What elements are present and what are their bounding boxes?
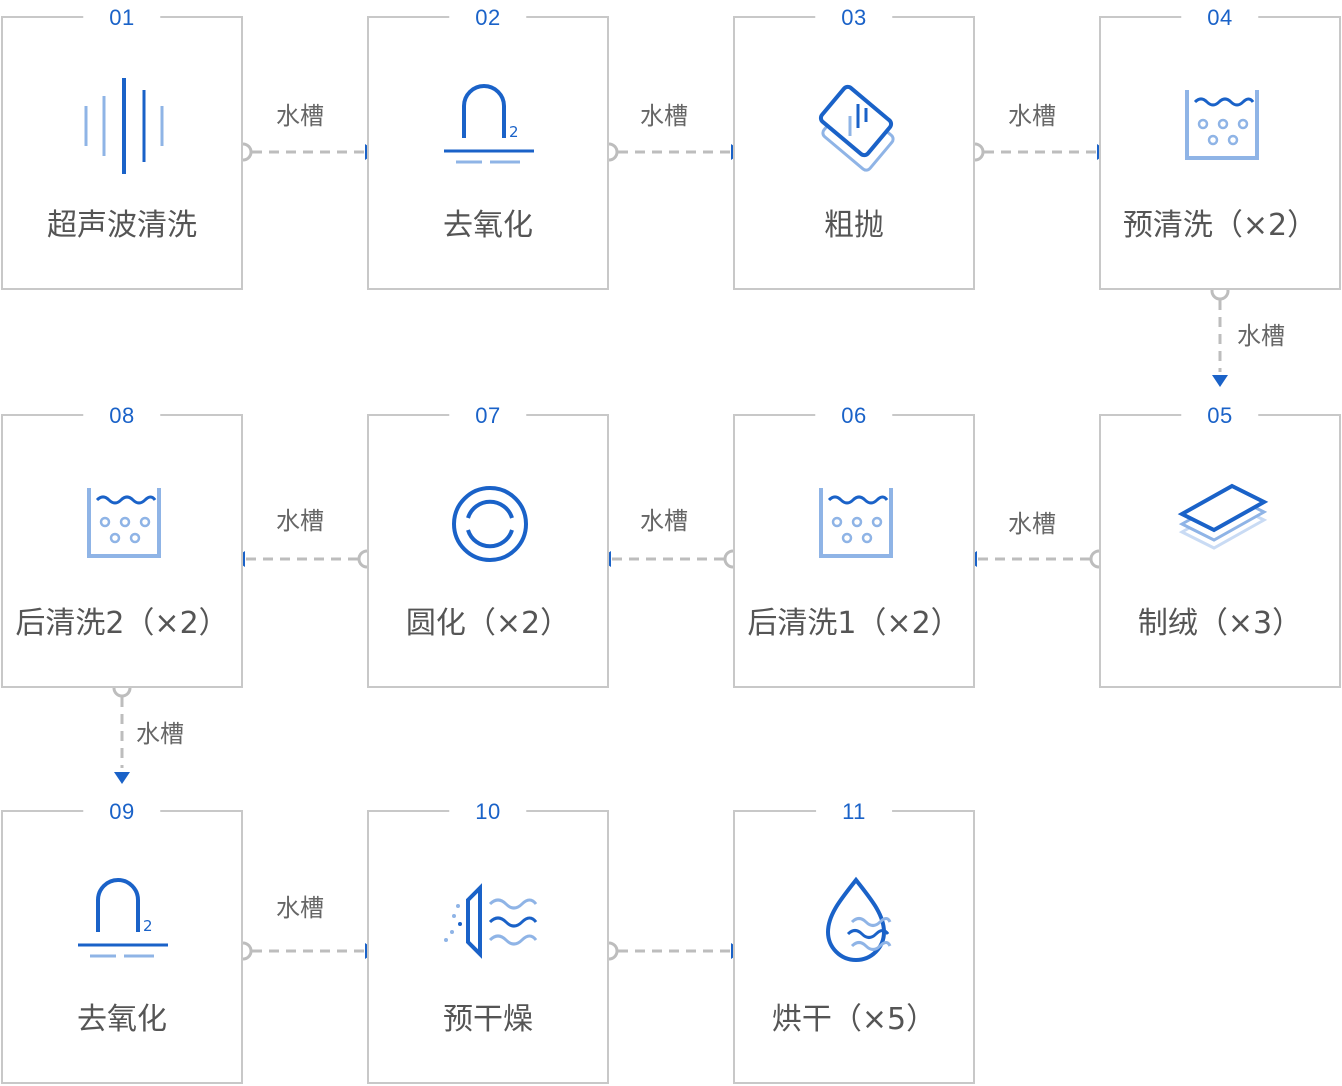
step-card-06: 06 后清洗1（×2）	[733, 404, 975, 688]
step-card-02: 02 2 去氧化	[367, 6, 609, 290]
step-number: 03	[815, 6, 893, 30]
step-label: 圆化（×2）	[405, 606, 571, 641]
step-number: 02	[449, 6, 527, 30]
connector-03-04	[965, 142, 1109, 162]
connector-05-06	[965, 549, 1109, 569]
water-tank-icon	[819, 488, 893, 558]
step-number: 05	[1181, 404, 1259, 428]
step-card-10: 10 预干燥	[367, 800, 609, 1084]
step-number: 08	[83, 404, 161, 428]
step-card-08: 08 后清洗2（×2）	[1, 404, 243, 688]
step-number: 04	[1181, 6, 1259, 30]
step-number: 07	[449, 404, 527, 428]
water-tank-icon	[1185, 90, 1259, 160]
step-number: 11	[816, 800, 892, 824]
step-label: 制绒（×3）	[1137, 606, 1303, 641]
connector-07-08	[233, 549, 377, 569]
connector-10-11	[599, 941, 743, 961]
step-label: 后清洗1（×2）	[747, 606, 961, 641]
ultrasonic-icon	[84, 78, 164, 174]
step-card-11: 11 烘干（×5）	[733, 800, 975, 1084]
water-tank-icon	[87, 488, 161, 558]
connector-02-03	[599, 142, 743, 162]
step-card-09: 09 2 去氧化	[1, 800, 243, 1084]
step-label: 超声波清洗	[47, 208, 197, 243]
step-label: 去氧化	[443, 208, 533, 243]
rounding-icon	[452, 486, 528, 562]
step-card-07: 07 圆化（×2）	[367, 404, 609, 688]
svg-text:2: 2	[509, 123, 519, 141]
step-card-01: 01 超声波清洗	[1, 6, 243, 290]
step-label: 去氧化	[77, 1002, 167, 1037]
connector-06-07	[599, 549, 743, 569]
deoxidize-icon: 2	[78, 878, 168, 958]
connector-label-04-05: 水槽	[1237, 322, 1285, 350]
connector-label-01-02: 水槽	[276, 102, 324, 130]
connector-label-07-08: 水槽	[276, 507, 324, 535]
connector-label-06-07: 水槽	[640, 507, 688, 535]
step-number: 06	[815, 404, 893, 428]
step-number: 09	[83, 800, 161, 824]
connector-label-03-04: 水槽	[1008, 102, 1056, 130]
dry-icon	[825, 876, 892, 962]
deoxidize-icon: 2	[444, 84, 534, 164]
connector-04-05	[1210, 281, 1230, 387]
connector-label-05-06: 水槽	[1008, 510, 1056, 538]
rough-polish-icon	[818, 84, 895, 172]
step-label: 烘干（×5）	[771, 1002, 937, 1037]
connector-label-09-10: 水槽	[276, 894, 324, 922]
connector-label-08-09: 水槽	[136, 720, 184, 748]
step-label: 预清洗（×2）	[1122, 208, 1318, 243]
step-number: 10	[449, 800, 527, 824]
step-label: 预干燥	[443, 1002, 533, 1037]
step-card-04: 04 预清洗（×2）	[1099, 6, 1341, 290]
step-number: 01	[83, 6, 161, 30]
step-label: 粗抛	[824, 208, 884, 243]
connector-01-02	[233, 142, 377, 162]
layers-icon	[1177, 483, 1269, 550]
connector-label-02-03: 水槽	[640, 102, 688, 130]
svg-text:2: 2	[143, 917, 153, 935]
step-card-03: 03 粗抛	[733, 6, 975, 290]
connector-09-10	[233, 941, 377, 961]
step-card-05: 05 制绒（×3）	[1099, 404, 1341, 688]
step-label: 后清洗2（×2）	[15, 606, 229, 641]
connector-08-09	[112, 678, 132, 784]
pre-dry-icon	[444, 883, 538, 959]
